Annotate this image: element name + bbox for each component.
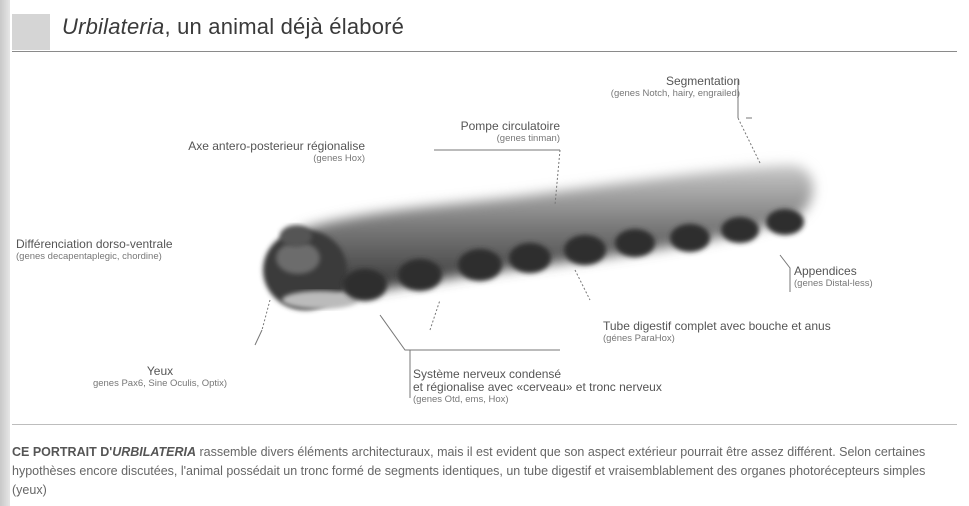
label-systeme-genes: (genes Otd, ems, Hox) — [413, 394, 753, 405]
label-dorso-genes: (genes decapentaplegic, chordine) — [16, 251, 256, 262]
label-yeux-title: Yeux — [147, 364, 173, 378]
label-tube-title: Tube digestif complet avec bouche et anu… — [603, 319, 831, 333]
label-yeux-genes: genes Pax6, Sine Oculis, Optix) — [60, 378, 260, 389]
label-systeme-nerveux: Système nerveux condensé et régionalise … — [413, 368, 753, 405]
label-pompe-genes: (genes tinman) — [380, 133, 560, 144]
label-yeux: Yeux genes Pax6, Sine Oculis, Optix) — [60, 365, 260, 389]
label-pompe-title: Pompe circulatoire — [461, 119, 560, 133]
label-tube-digestif: Tube digestif complet avec bouche et anu… — [603, 320, 903, 344]
label-segmentation: Segmentation (genes Notch, hairy, engrai… — [540, 75, 740, 99]
label-appendices-title: Appendices — [794, 264, 857, 278]
label-systeme-line1: Système nerveux condensé — [413, 367, 561, 381]
caption-lead: CE PORTRAIT D' — [12, 445, 112, 459]
label-dorso-ventrale: Différenciation dorso-ventrale (genes de… — [16, 238, 256, 262]
label-dorso-title: Différenciation dorso-ventrale — [16, 237, 173, 251]
label-segmentation-genes: (genes Notch, hairy, engrailed) — [540, 88, 740, 99]
figure-caption: CE PORTRAIT D'URBILATERIA rassemble dive… — [12, 443, 960, 500]
label-segmentation-title: Segmentation — [666, 74, 740, 88]
label-tube-genes: (génes ParaHox) — [603, 333, 903, 344]
label-axe: Axe antero-posterieur régionalise (genes… — [110, 140, 365, 164]
label-axe-title: Axe antero-posterieur régionalise — [188, 139, 365, 153]
caption-rule — [12, 424, 957, 425]
label-systeme-line2: et régionalise avec «cerveau» et tronc n… — [413, 380, 662, 394]
caption-lead-italic: URBILATERIA — [112, 445, 196, 459]
label-appendices-genes: (genes Distal-less) — [794, 278, 954, 289]
label-appendices: Appendices (genes Distal-less) — [794, 265, 954, 289]
label-axe-genes: (genes Hox) — [110, 153, 365, 164]
label-pompe: Pompe circulatoire (genes tinman) — [380, 120, 560, 144]
